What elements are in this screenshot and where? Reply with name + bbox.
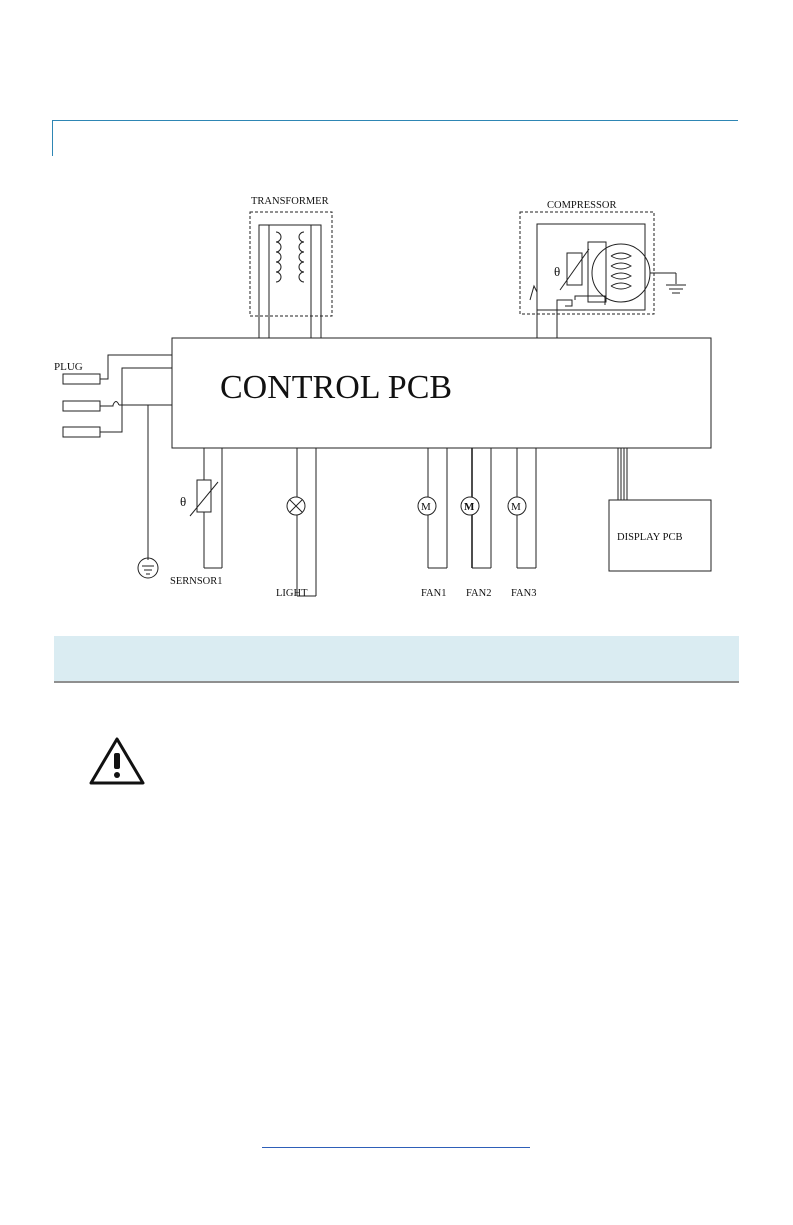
compressor-label: COMPRESSOR (547, 200, 616, 211)
transformer-label: TRANSFORMER (251, 196, 329, 207)
fan3-motor-symbol: M (511, 501, 521, 513)
ground-symbol (138, 558, 158, 578)
transformer-box (250, 212, 332, 316)
footer-link-underline[interactable] (262, 1147, 530, 1148)
display-pcb-label: DISPLAY PCB (617, 532, 682, 543)
wiring-diagram: TRANSFORMER COMPRESSOR CONTROL PCB PLUG … (0, 0, 793, 630)
sensor-label: SERNSOR1 (170, 576, 223, 587)
fan3-label: FAN3 (511, 588, 536, 599)
sensor-element (197, 480, 211, 512)
transformer-coil-right (299, 232, 304, 282)
plug-terminal-3 (63, 427, 100, 437)
plug-terminal-2 (63, 401, 100, 411)
compressor-theta: θ (554, 264, 560, 279)
plug-terminal-1 (63, 374, 100, 384)
transformer-coil-left (276, 232, 281, 282)
fan2-label: FAN2 (466, 588, 491, 599)
fan2-motor-symbol: M (464, 501, 475, 513)
fan1-label: FAN1 (421, 588, 446, 599)
light-label: LIGHT (276, 588, 308, 599)
section-header-band (54, 636, 739, 683)
plug-label: PLUG (54, 361, 83, 373)
warning-triangle-icon (88, 736, 146, 786)
sensor-theta: θ (180, 494, 186, 509)
fan1-motor-symbol: M (421, 501, 431, 513)
control-pcb-label: CONTROL PCB (220, 369, 452, 406)
